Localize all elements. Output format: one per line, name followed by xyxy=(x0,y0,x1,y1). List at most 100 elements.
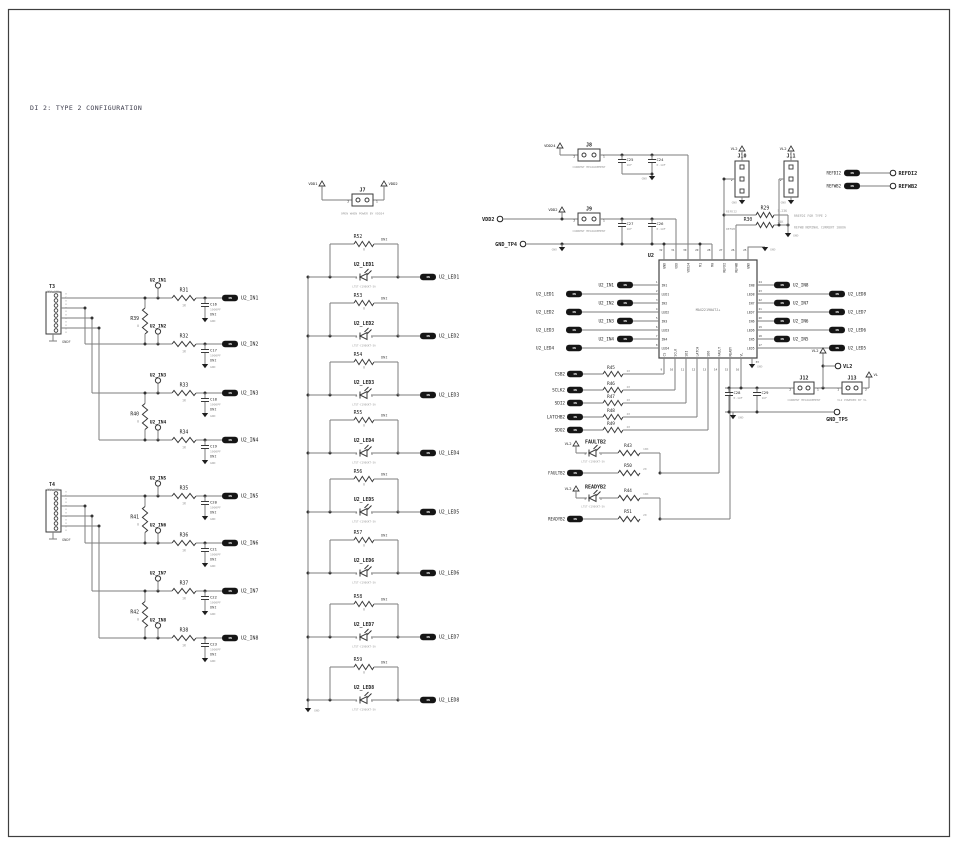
value: 0 xyxy=(137,420,139,424)
ref-des: C25 xyxy=(627,157,634,162)
ref-des: C26 xyxy=(657,221,665,226)
led-name: FAULTB2 xyxy=(585,440,606,446)
part-number: MAX22190ATJ+ xyxy=(696,308,721,312)
junction-dot xyxy=(143,438,147,442)
pin-name: M0 xyxy=(710,263,714,267)
pin-number: 27 xyxy=(719,248,723,252)
net-label: REFWB2 xyxy=(827,184,842,189)
label: A xyxy=(371,276,373,280)
power-arrow-icon xyxy=(865,371,873,378)
net-label: U2_LED5 xyxy=(439,510,459,516)
net-label: U2_LED6 xyxy=(439,571,459,577)
ref-des: C24 xyxy=(657,157,665,162)
testpoint-label: U2_IN1 xyxy=(150,278,167,284)
net-tag xyxy=(420,508,436,516)
resistor xyxy=(171,294,197,302)
net-tag-text: IN xyxy=(835,346,839,350)
net-tag-text: IN xyxy=(572,328,576,332)
pin-number: 21 xyxy=(759,307,763,311)
testpoint-label: U2_IN4 xyxy=(150,420,167,426)
gnd-symbol xyxy=(201,318,209,323)
ref-des: R38 xyxy=(180,628,189,634)
testpoint-label: U2_IN8 xyxy=(150,618,167,624)
gnd-symbol xyxy=(201,516,209,521)
pin-number: 15 xyxy=(725,368,729,372)
terminal xyxy=(833,408,841,416)
led-name: U2_LED7 xyxy=(354,622,374,628)
connector-pin xyxy=(53,323,59,328)
net-tag-text: IN xyxy=(573,401,577,405)
pin-name: SCLK xyxy=(673,349,677,357)
pin-name: LED4 xyxy=(662,346,670,350)
label: VL xyxy=(874,372,879,377)
label: A xyxy=(600,452,602,456)
pin-name: SDI xyxy=(684,351,688,357)
value: 1UF xyxy=(762,396,768,400)
net-label: U2_LED7 xyxy=(848,310,867,316)
jumper-J9 xyxy=(577,212,601,226)
junction-dot xyxy=(560,217,564,221)
net-tag xyxy=(774,317,790,325)
note: CURRENT MEASUREMENT xyxy=(572,165,605,169)
junction-dot xyxy=(143,342,147,346)
gnd-symbol xyxy=(201,658,209,663)
ref-des: R41 xyxy=(130,515,139,521)
note: VL2 POWERED BY VL xyxy=(837,398,867,402)
value: 10K xyxy=(643,447,649,451)
label: GND xyxy=(738,415,744,419)
resistor xyxy=(602,413,624,421)
part-number: LTST-C190GKT-5A xyxy=(352,581,376,585)
label: GND xyxy=(210,414,216,418)
value: 0 xyxy=(363,483,365,487)
pin-number: 6 xyxy=(656,325,658,329)
junction-dot xyxy=(90,514,94,518)
jumper-pin xyxy=(845,385,851,391)
ref-des: C29 xyxy=(762,390,770,395)
label: 2 xyxy=(780,178,782,182)
pin-number: 3 xyxy=(656,298,658,302)
value: 0.1UF xyxy=(734,396,743,400)
net-tag xyxy=(844,182,860,190)
junction-dot xyxy=(650,172,654,176)
label: 1 xyxy=(837,388,839,392)
ref-des: C16 xyxy=(210,302,218,307)
net-tag xyxy=(566,290,582,298)
testpoint xyxy=(154,282,162,289)
net-tag-text: IN xyxy=(228,296,232,300)
net-tag xyxy=(617,335,633,343)
jumper-J12 xyxy=(793,381,815,395)
net-tag xyxy=(420,273,436,281)
value: 0 xyxy=(363,544,365,548)
pin-number: 12 xyxy=(692,368,696,372)
junction-dot xyxy=(739,386,743,390)
junction-dot xyxy=(727,410,731,414)
ref-des: C22 xyxy=(210,595,217,600)
net-label: FAULTB2 xyxy=(548,471,565,476)
net-label: U2_LED6 xyxy=(848,328,867,334)
net-tag xyxy=(420,633,436,641)
net-tag xyxy=(420,332,436,340)
dni-flag: DNI xyxy=(210,313,217,317)
note: CURRENT MEASUREMENT xyxy=(572,229,605,233)
pin-name: IN4 xyxy=(662,337,668,341)
ic-u2 xyxy=(658,259,758,359)
resistor xyxy=(755,221,775,229)
testpoint-label: U2_IN3 xyxy=(150,373,167,379)
junction-dot xyxy=(143,541,147,545)
ref-des: R49 xyxy=(607,421,615,427)
junction-dot xyxy=(143,636,147,640)
value: 20 xyxy=(627,398,631,402)
net-label: REFDI2 xyxy=(827,171,842,176)
led-icon xyxy=(358,632,368,642)
note: CURRENT MEASUREMENT xyxy=(787,398,820,402)
ref-des: R45 xyxy=(607,365,615,371)
net-tag xyxy=(829,326,845,334)
testpoint xyxy=(154,328,162,335)
connector-pin xyxy=(53,521,59,526)
label: A xyxy=(371,452,373,456)
connector-T4 xyxy=(45,489,62,533)
net-tag xyxy=(617,299,633,307)
net-tag-text: IN xyxy=(850,184,854,188)
net-tag-text: IN xyxy=(573,415,577,419)
